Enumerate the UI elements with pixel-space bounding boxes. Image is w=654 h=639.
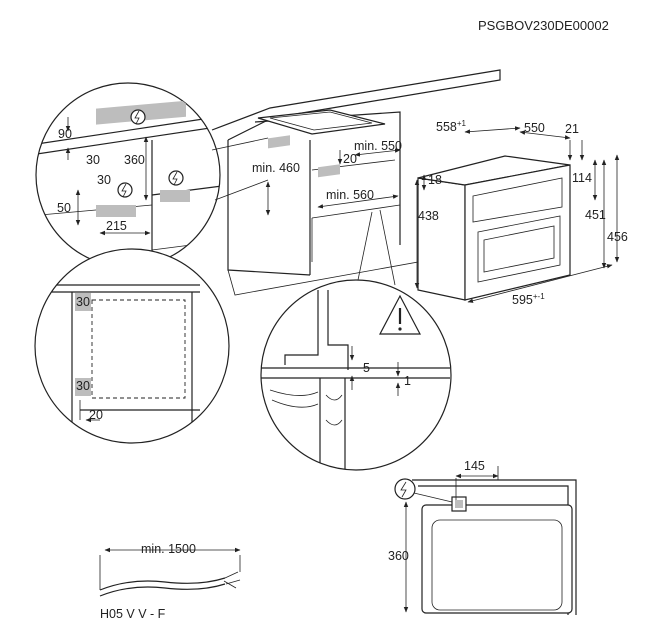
dim-360: 360 <box>124 153 145 167</box>
section-dim-360: 360 <box>388 549 409 563</box>
cabinet-dim-20: 20 <box>343 152 357 166</box>
dim-90: 90 <box>58 127 72 141</box>
oven-dim-595: 595+-1 <box>512 292 545 307</box>
dim-145: 145 <box>464 459 485 473</box>
dim-1: 1 <box>404 374 411 388</box>
dim-5: 5 <box>363 361 370 375</box>
lightning-icon <box>168 170 184 186</box>
oven-dim-114: 114 <box>572 171 592 185</box>
dim-215: 215 <box>106 219 127 233</box>
cabinet-min-460: min. 460 <box>252 161 300 175</box>
dim-30-top: 30 <box>76 295 90 309</box>
detail-middle-left-frame <box>34 248 230 444</box>
dim-50: 50 <box>57 201 71 215</box>
cable-drawing: min. 1500 H05 V V - F <box>99 542 241 621</box>
detail-circle-floor: 5 1 <box>260 279 452 471</box>
lightning-icon <box>117 182 133 198</box>
dim-30-bottom: 30 <box>76 379 90 393</box>
oven-dim-558: 558+1 <box>436 119 467 134</box>
oven-drawing: 558+1 550 21 18 438 114 451 456 595+-1 <box>414 119 628 307</box>
oven-dim-18: 18 <box>428 173 442 187</box>
lightning-icon <box>394 478 416 500</box>
lightning-icon <box>130 109 146 125</box>
kitchen-cabinet: min. 460 20 min. 550 min. 560 <box>211 69 541 296</box>
dim-30-a: 30 <box>86 153 100 167</box>
cabinet-min-560: min. 560 <box>326 188 374 202</box>
dim-30-b: 30 <box>97 173 111 187</box>
cable-min-1500: min. 1500 <box>141 542 196 556</box>
section-view: 145 360 <box>388 459 577 615</box>
oven-dim-451: 451 <box>585 208 606 222</box>
cable-type: H05 V V - F <box>100 607 166 621</box>
detail-circle-middle-left: 30 30 20 <box>34 248 230 444</box>
detail-floor-frame <box>260 279 452 471</box>
detail-circle-top-left: 90 30 360 30 50 215 <box>35 82 269 268</box>
oven-dim-550: 550 <box>524 121 545 135</box>
oven-dim-438: 438 <box>418 209 439 223</box>
oven-dim-456: 456 <box>607 230 628 244</box>
cabinet-min-550: min. 550 <box>354 139 402 153</box>
dim-20: 20 <box>89 408 103 422</box>
document-code: PSGBOV230DE00002 <box>478 18 609 33</box>
oven-dim-21: 21 <box>565 122 579 136</box>
